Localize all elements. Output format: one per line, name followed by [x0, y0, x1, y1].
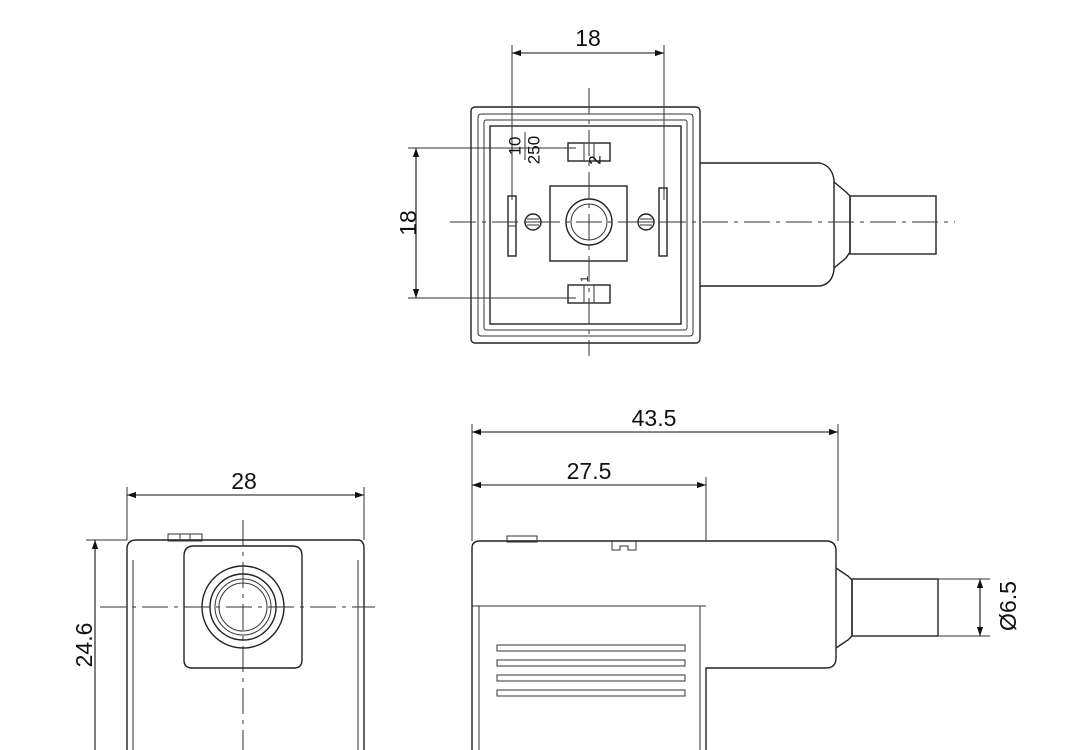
front-height-dim: 24.6 — [71, 623, 97, 668]
side-body-length-dim: 27.5 — [567, 458, 612, 484]
front-width-dim: 28 — [231, 468, 257, 494]
cable-diameter-dim: Ø6.5 — [995, 581, 1021, 631]
pin-size-top-label: 10 — [505, 137, 524, 156]
top-height-dim: 18 — [395, 210, 421, 236]
pin-1-label: 1 — [579, 276, 591, 282]
pin-2-label: 2 — [585, 155, 604, 164]
side-view: 43.5 27.5 Ø6.5 — [471, 405, 1021, 750]
side-total-length-dim: 43.5 — [632, 405, 677, 431]
top-view: 18 18 10 250 2 1 — [395, 25, 955, 356]
pin-size-bottom-label: 250 — [524, 136, 543, 164]
top-width-dim: 18 — [575, 25, 601, 51]
front-view: 28 24.6 — [71, 468, 375, 750]
